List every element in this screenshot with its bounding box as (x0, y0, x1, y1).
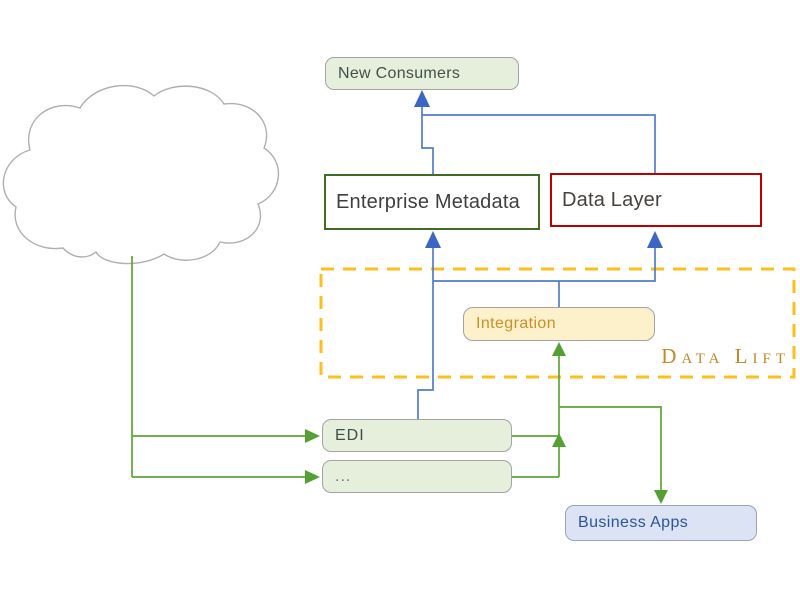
arrowhead-into-enterprise-metadata (425, 231, 441, 248)
node-enterprise-metadata-label: Enterprise Metadata (336, 190, 520, 213)
blue-connectors (417, 105, 656, 419)
node-edi-label: EDI (335, 426, 365, 444)
arrowhead-into-integration (552, 342, 566, 356)
arrowhead-into-edi (305, 429, 320, 443)
connector-metadata-to-new-consumers (421, 105, 434, 174)
green-arrowheads (305, 342, 668, 504)
node-ellipsis-label: ... (335, 467, 352, 485)
data-lift-group-border (319, 267, 796, 379)
node-ellipsis: ... (322, 460, 512, 493)
connector-data-layer-to-new-consumers (422, 114, 656, 173)
arrowhead-into-business-apps (654, 490, 668, 504)
data-lift-group-label: Data Lift (661, 344, 790, 368)
arrowhead-mid-trunk-up (552, 433, 566, 447)
node-new-consumers-label: New Consumers (338, 64, 461, 82)
green-connectors (131, 256, 662, 491)
arrowhead-into-data-layer (647, 231, 663, 248)
node-enterprise-metadata: Enterprise Metadata (324, 174, 540, 230)
node-data-layer-label: Data Layer (562, 188, 662, 211)
node-integration-label: Integration (476, 315, 557, 332)
node-integration: Integration (463, 307, 655, 341)
node-edi: EDI (322, 419, 512, 452)
blue-arrowheads (414, 90, 663, 248)
node-data-layer: Data Layer (550, 173, 762, 227)
node-business-apps: Business Apps (565, 505, 757, 541)
node-new-consumers: New Consumers (325, 57, 519, 90)
connector-integration-split (433, 246, 656, 282)
arrowhead-into-ellipsis (305, 470, 320, 484)
cloud-icon (2, 84, 280, 265)
connector-edi-to-metadata (417, 246, 434, 419)
arrowhead-into-new-consumers (414, 90, 430, 107)
node-business-apps-label: Business Apps (578, 514, 689, 531)
connector-to-business-apps (559, 406, 662, 491)
